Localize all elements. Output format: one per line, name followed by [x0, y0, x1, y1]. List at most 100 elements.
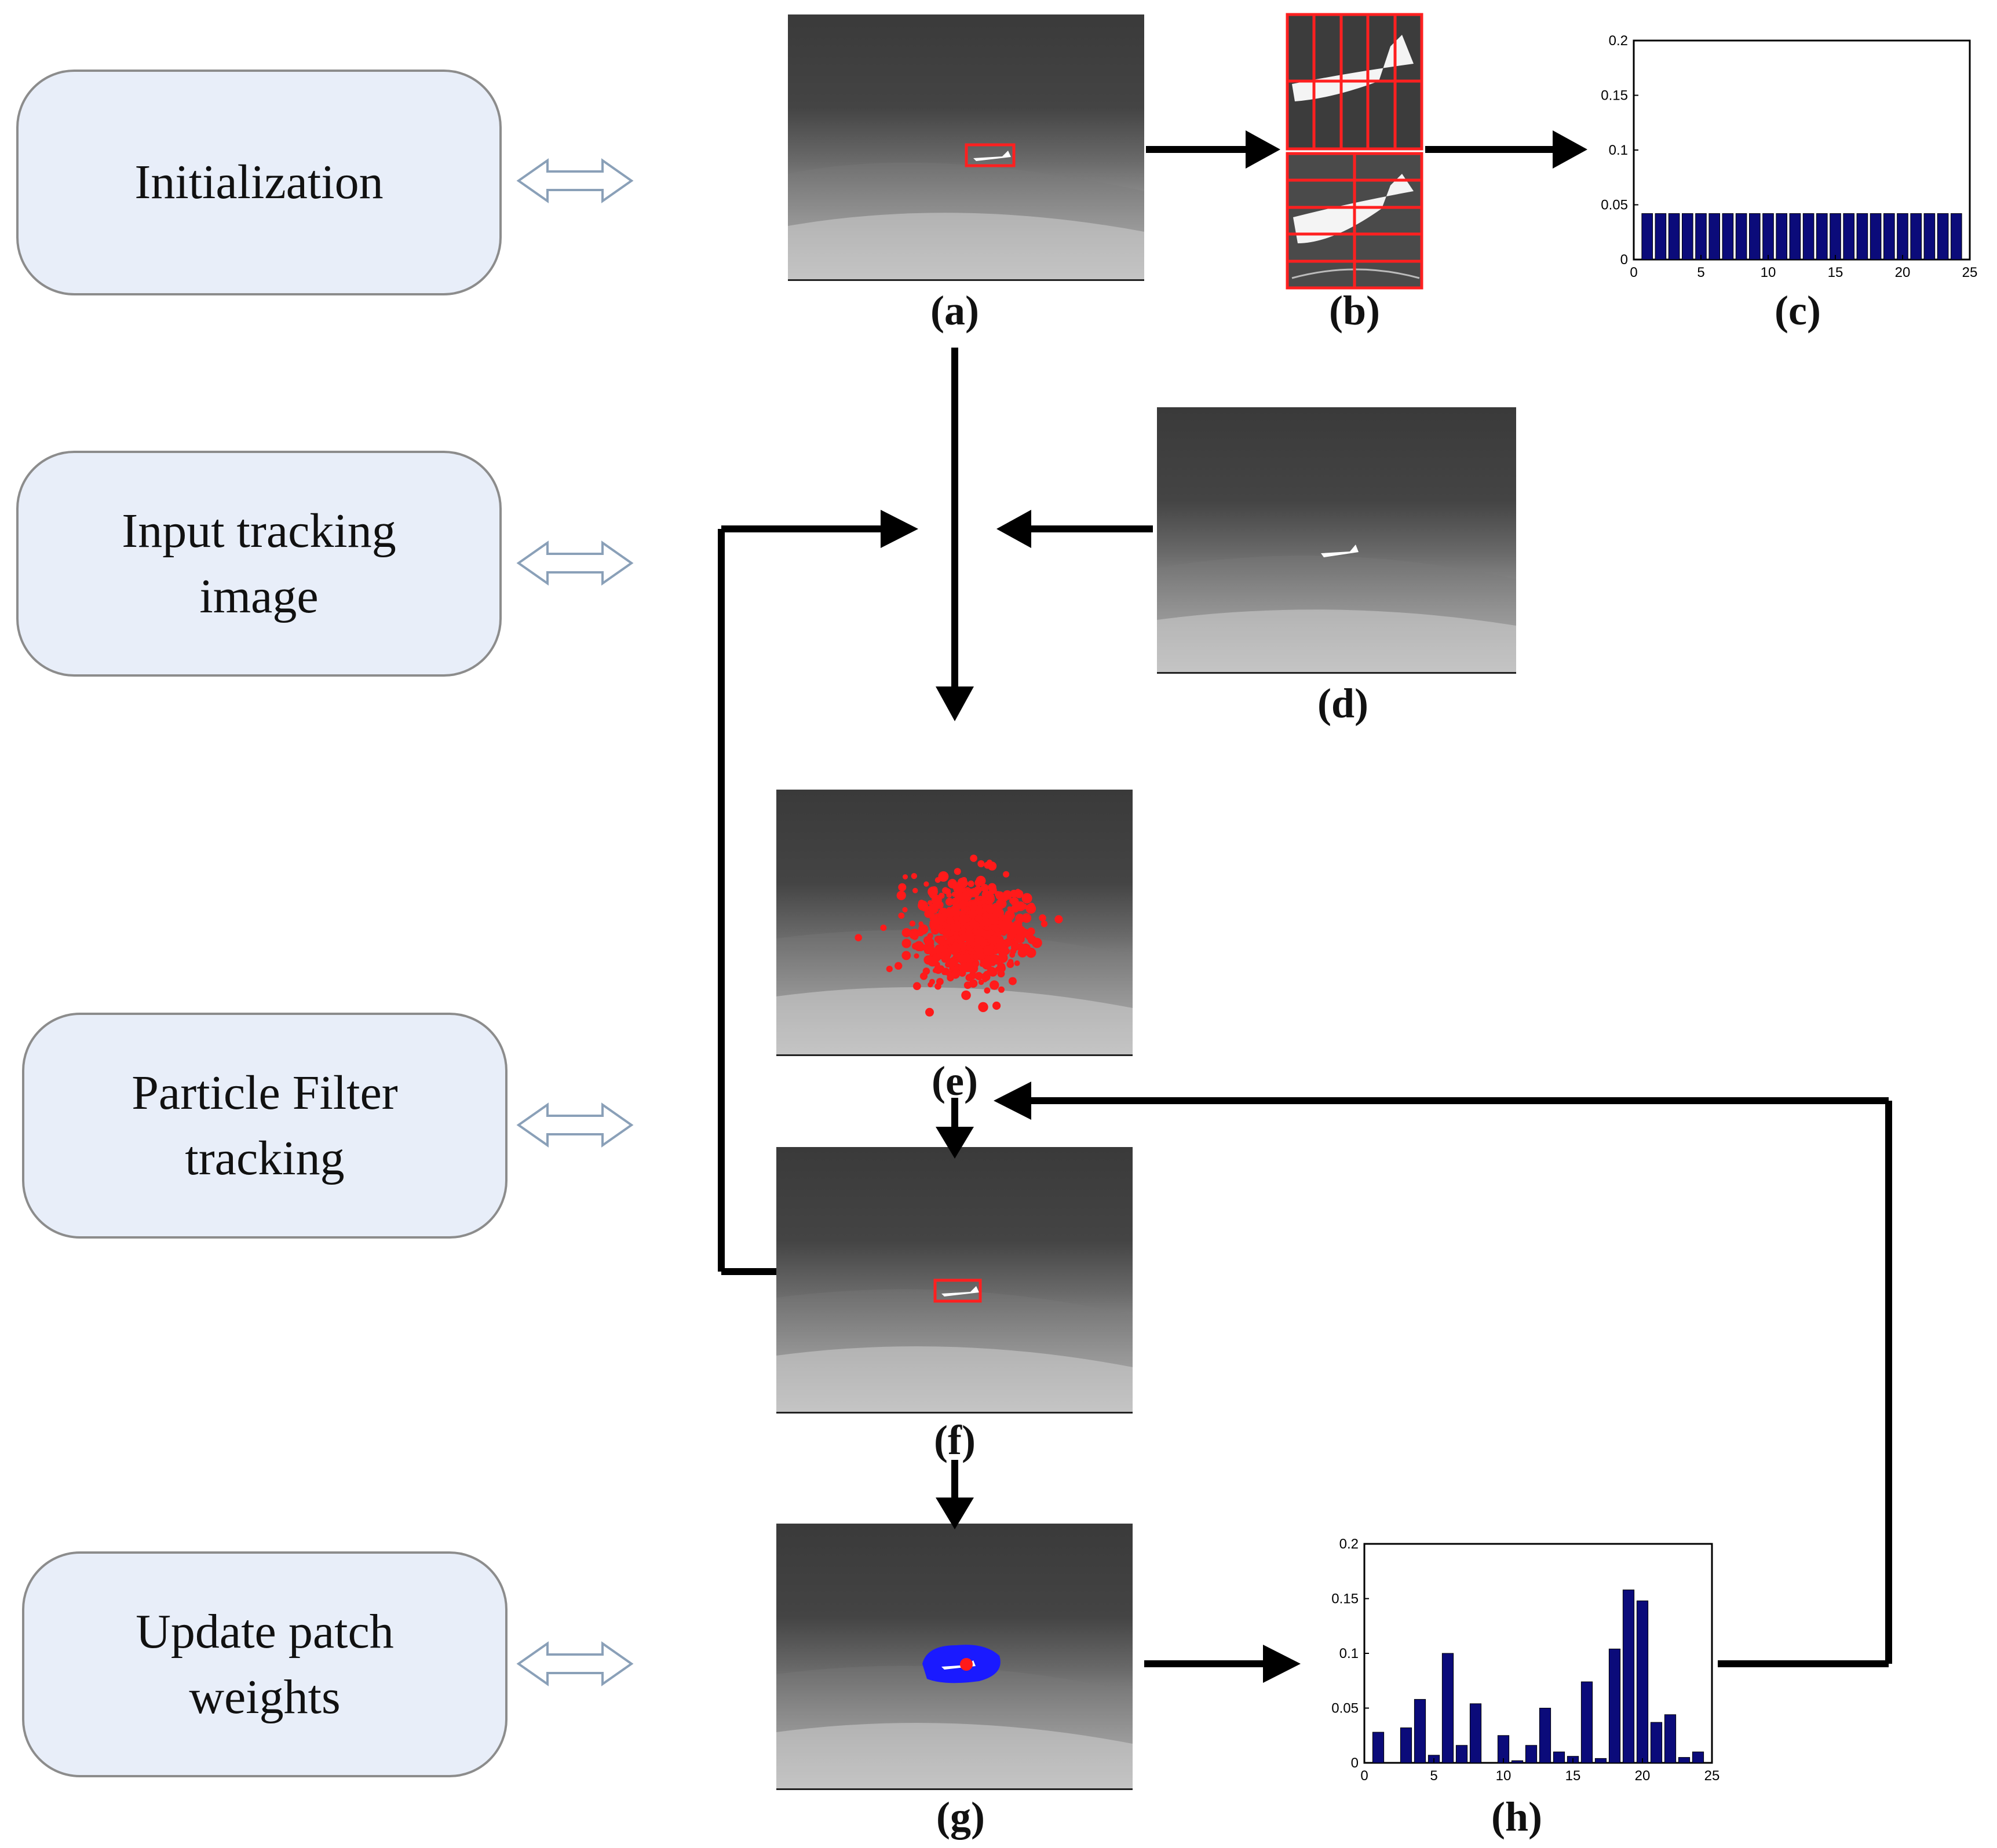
bar — [1722, 213, 1734, 260]
particle — [909, 921, 916, 927]
particle — [928, 900, 933, 905]
particle — [917, 943, 925, 952]
particle — [1017, 948, 1028, 958]
particle — [996, 899, 1004, 907]
particle — [981, 897, 987, 903]
particle — [940, 927, 946, 933]
particle — [989, 944, 995, 950]
particle — [984, 926, 990, 931]
particle — [928, 909, 935, 916]
particle — [918, 921, 923, 926]
particle — [1054, 915, 1063, 923]
particle — [937, 912, 943, 918]
particle — [962, 893, 970, 901]
x-tick-label: 25 — [1704, 1768, 1720, 1784]
particle — [927, 933, 933, 939]
particle — [911, 873, 918, 879]
bar — [1708, 213, 1720, 260]
particle — [945, 897, 954, 906]
particle — [898, 883, 907, 892]
particle — [1014, 960, 1020, 966]
particle — [929, 919, 936, 926]
bar — [1641, 213, 1653, 260]
x-tick-label: 20 — [1895, 265, 1911, 280]
particle — [903, 874, 908, 880]
bar — [1525, 1745, 1538, 1763]
bar — [1511, 1760, 1524, 1763]
particle — [937, 965, 945, 972]
particle — [981, 908, 987, 914]
particle — [896, 890, 906, 900]
particle — [952, 902, 959, 909]
target-box — [933, 1279, 982, 1303]
x-tick-label: 20 — [1635, 1768, 1651, 1784]
particle — [949, 966, 954, 972]
bar — [1455, 1745, 1468, 1763]
double-arrow-icon — [516, 158, 634, 203]
particle — [959, 954, 965, 959]
caption-g: (g) — [936, 1794, 985, 1840]
particle — [941, 948, 952, 959]
particle — [932, 953, 941, 962]
particle — [948, 958, 958, 967]
x-tick-label: 5 — [1430, 1768, 1437, 1784]
particle — [1028, 903, 1035, 910]
x-tick-label: 10 — [1496, 1768, 1512, 1784]
bar — [1539, 1708, 1551, 1763]
particle — [1027, 935, 1036, 944]
particle — [925, 1007, 934, 1017]
particle — [965, 944, 972, 951]
particle — [951, 970, 960, 979]
particle — [987, 859, 992, 865]
particle — [950, 927, 955, 932]
x-tick-label: 10 — [1761, 265, 1776, 280]
bar — [1650, 1722, 1663, 1763]
particle — [984, 987, 991, 994]
x-tick-label: 0 — [1630, 265, 1637, 280]
particle — [994, 927, 1001, 933]
particle — [965, 933, 975, 943]
particle — [1041, 921, 1048, 927]
caption-h: (h) — [1491, 1794, 1542, 1840]
stage-initialization: Initialization — [16, 70, 502, 295]
particle — [1007, 906, 1012, 911]
particle — [959, 962, 970, 973]
particle — [985, 893, 995, 902]
x-tick-label: 25 — [1962, 265, 1978, 280]
infrared-image-g — [776, 1524, 1133, 1790]
target-box — [965, 143, 1016, 167]
y-tick-label: 0.05 — [1331, 1701, 1359, 1716]
particle — [990, 980, 999, 990]
particle — [1021, 893, 1032, 904]
particle — [974, 886, 982, 894]
particle — [938, 871, 949, 882]
y-tick-label: 0.1 — [1609, 143, 1628, 158]
bar — [1668, 213, 1680, 260]
particle — [1011, 943, 1020, 951]
particle — [918, 924, 929, 935]
particle — [1003, 871, 1010, 878]
caption-a: (a) — [930, 287, 979, 334]
particle — [959, 910, 966, 917]
particle — [1002, 890, 1013, 900]
particle — [886, 966, 893, 973]
particle — [969, 972, 977, 980]
particle — [948, 937, 955, 944]
bar — [1594, 1758, 1607, 1763]
particle — [929, 943, 934, 948]
bar — [1910, 213, 1922, 260]
bar — [1830, 213, 1841, 260]
bar — [1655, 213, 1667, 260]
particle — [974, 972, 983, 980]
caption-f: (f) — [934, 1417, 976, 1463]
bar — [1870, 213, 1882, 260]
particle — [995, 891, 1005, 900]
bar — [1400, 1728, 1412, 1763]
particle — [1007, 914, 1014, 921]
infrared-image-d — [1157, 407, 1516, 674]
particle — [992, 934, 998, 939]
patch-grid-b — [1286, 13, 1423, 290]
particle — [969, 979, 978, 988]
bar — [1937, 213, 1949, 260]
